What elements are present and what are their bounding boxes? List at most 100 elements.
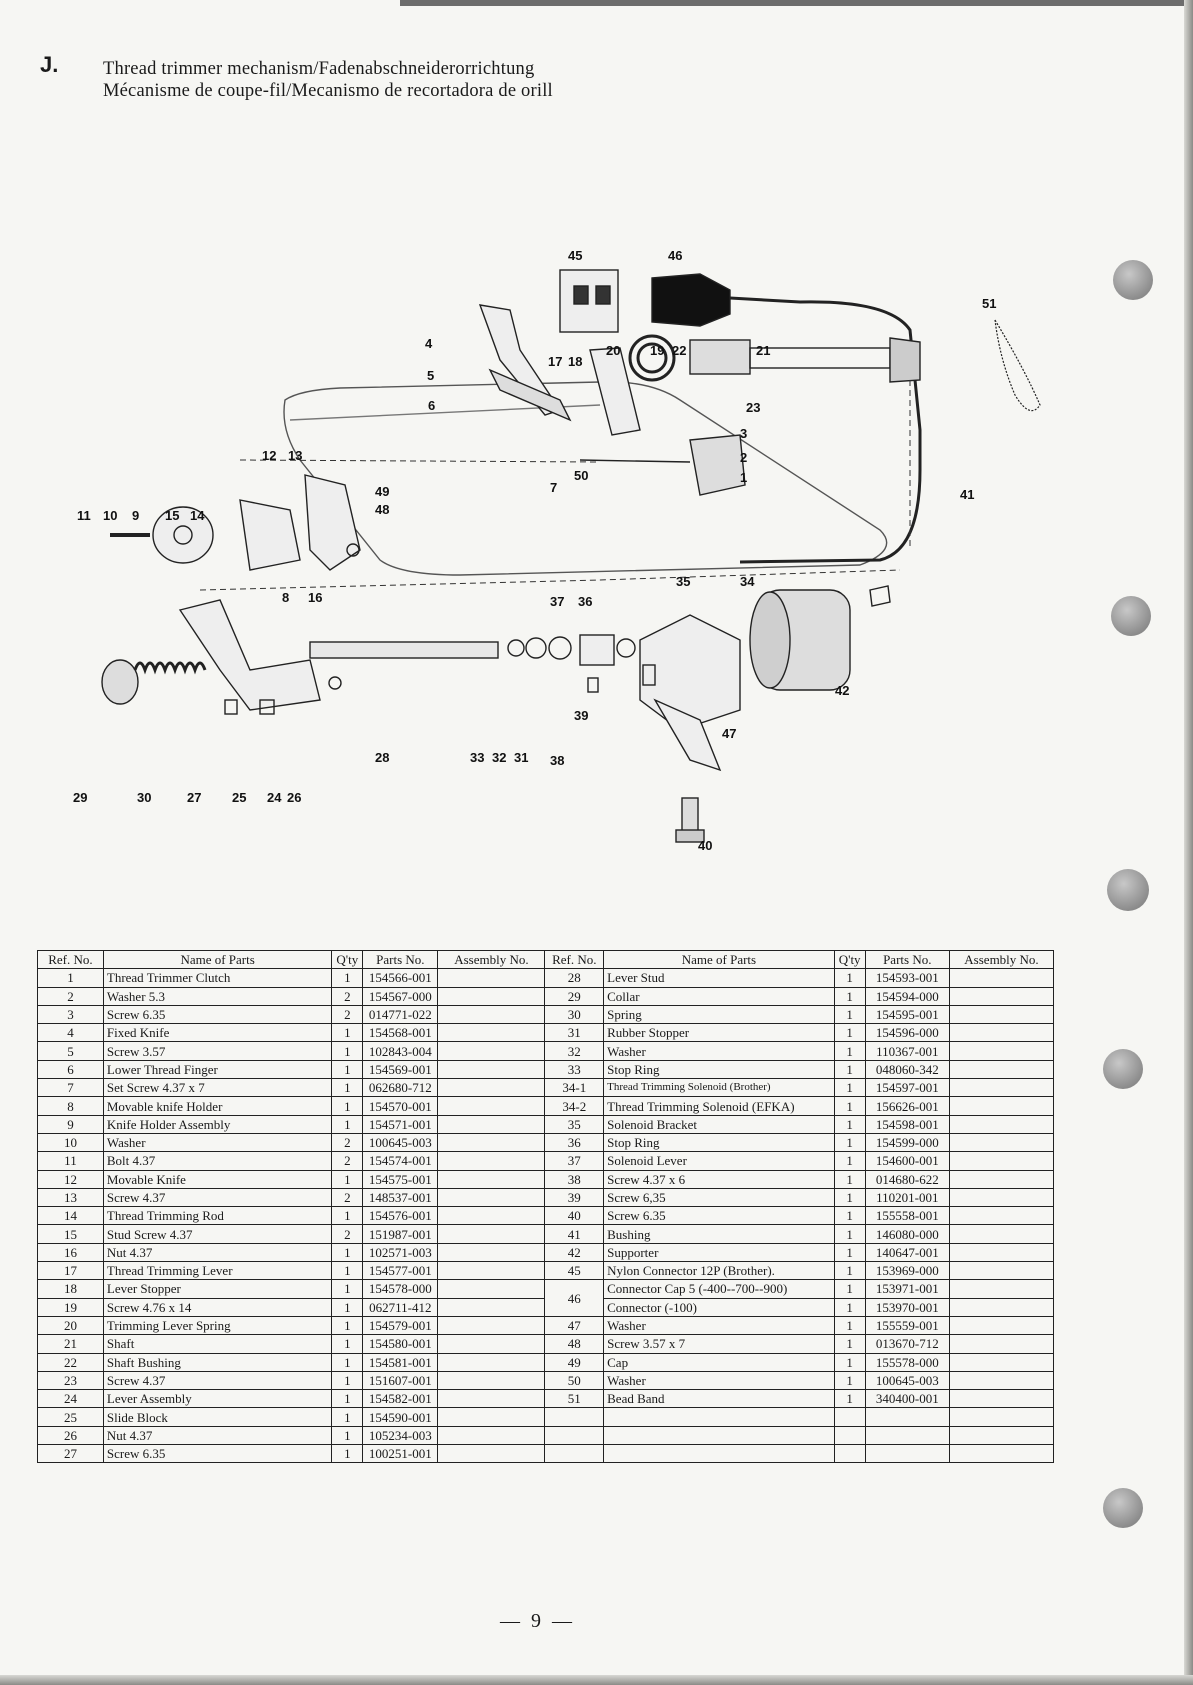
svg-text:31: 31 [514,750,528,765]
name-cell: Lever Stud [603,968,835,988]
name-cell: Screw 6.35 [603,1206,835,1226]
qty-cell: 1 [331,1444,364,1464]
ref-cell: 6 [37,1059,104,1080]
svg-text:21: 21 [756,343,770,358]
ref-cell: 8 [37,1096,104,1116]
svg-text:39: 39 [574,708,588,723]
qty-cell: 1 [331,1297,364,1317]
ref-cell: 41 [544,1224,605,1244]
assembly-cell [948,1279,1055,1299]
ref-cell: 11 [37,1151,104,1171]
qty-cell: 1 [833,1059,866,1080]
assembly-cell [437,986,546,1006]
part-no-cell: 110367-001 [864,1041,950,1061]
name-cell: Spring [603,1004,835,1025]
col-ref-no: Ref. No. [37,949,104,970]
name-cell: Cap [603,1352,835,1372]
qty-cell [833,1444,866,1464]
ref-cell: 46 [544,1279,605,1317]
binder-hole [1111,596,1151,636]
ref-cell: 42 [544,1242,605,1263]
assembly-cell [437,1334,546,1354]
assembly-cell [948,1425,1055,1446]
ref-cell: 28 [544,968,605,988]
svg-text:3: 3 [740,426,747,441]
svg-text:42: 42 [835,683,849,698]
name-cell: Nut 4.37 [102,1242,333,1263]
svg-text:50: 50 [574,468,588,483]
part-no-cell: 100251-001 [362,1444,439,1464]
qty-cell: 1 [833,1187,866,1208]
part-no-cell: 154569-001 [362,1059,439,1080]
part-no-cell: 154594-000 [864,986,950,1006]
svg-text:26: 26 [287,790,301,805]
svg-text:29: 29 [73,790,87,805]
name-cell: Screw 6.35 [102,1004,333,1025]
part-no-cell: 154577-001 [362,1261,439,1281]
ref-cell [544,1444,605,1464]
part-no-cell: 154570-001 [362,1096,439,1116]
svg-text:12: 12 [262,448,276,463]
qty-cell: 1 [833,1242,866,1263]
part-no-cell: 014771-022 [362,1004,439,1025]
assembly-cell [437,1297,546,1317]
name-cell: Lever Assembly [102,1389,333,1409]
part-no-cell: 154596-000 [864,1023,950,1043]
part-no-cell: 148537-001 [362,1187,439,1208]
name-cell: Stud Screw 4.37 [102,1224,333,1244]
part-no-cell: 154600-001 [864,1151,950,1171]
assembly-cell [437,1261,546,1281]
name-cell: Set Screw 4.37 x 7 [102,1078,333,1098]
qty-cell: 1 [833,1206,866,1226]
svg-text:30: 30 [137,790,151,805]
part-no-cell: 100645-003 [864,1370,950,1391]
svg-text:9: 9 [132,508,139,523]
name-cell: Stop Ring [603,1132,835,1153]
qty-cell: 1 [833,1279,866,1299]
qty-cell: 1 [833,1023,866,1043]
qty-cell: 1 [331,1334,364,1354]
qty-cell: 1 [833,1389,866,1409]
svg-text:34: 34 [740,574,755,589]
qty-cell: 1 [331,1279,364,1299]
assembly-cell [948,1242,1055,1263]
col-parts-no: Parts No. [362,949,439,970]
scan-bottom-edge [0,1675,1193,1685]
svg-text:36: 36 [578,594,592,609]
assembly-cell [948,1389,1055,1409]
qty-cell: 1 [833,1261,866,1281]
part-no-cell: 154567-000 [362,986,439,1006]
assembly-cell [948,1169,1055,1189]
svg-text:18: 18 [568,354,582,369]
assembly-cell [437,968,546,988]
svg-text:7: 7 [550,480,557,495]
assembly-cell [948,1096,1055,1116]
qty-cell: 1 [833,1114,866,1134]
assembly-cell [437,1425,546,1446]
assembly-cell [437,1023,546,1043]
qty-cell: 2 [331,1132,364,1153]
name-cell: Washer [102,1132,333,1153]
qty-cell: 1 [833,1132,866,1153]
name-cell: Stop Ring [603,1059,835,1080]
qty-cell: 2 [331,1151,364,1171]
part-no-cell: 154574-001 [362,1151,439,1171]
part-no-cell: 154571-001 [362,1114,439,1134]
ref-cell: 2 [37,986,104,1006]
name-cell: Knife Holder Assembly [102,1114,333,1134]
ref-cell: 29 [544,986,605,1006]
part-no-cell: 154576-001 [362,1206,439,1226]
assembly-cell [437,1370,546,1391]
assembly-cell [437,1004,546,1025]
qty-cell [833,1407,866,1427]
part-no-cell: 110201-001 [864,1187,950,1208]
